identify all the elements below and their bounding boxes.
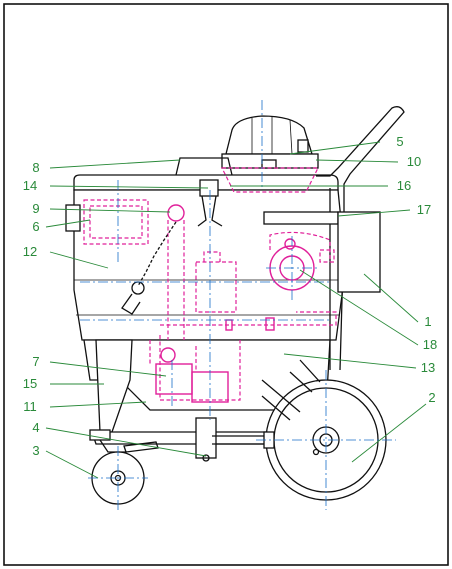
callout-18: 18 [423, 337, 437, 352]
callout-16: 16 [397, 178, 411, 193]
callout-9: 9 [32, 201, 39, 216]
latch-and-chain [121, 179, 223, 315]
callout-7: 7 [32, 354, 39, 369]
push-handle [316, 106, 405, 371]
internal-parts [83, 167, 337, 403]
lid-handle [175, 157, 233, 176]
float-valve [167, 204, 185, 222]
right-panel [337, 211, 381, 293]
callout-8: 8 [32, 160, 39, 175]
callout-13: 13 [421, 360, 435, 375]
central-column [195, 261, 237, 313]
callout-labels: 8 5 10 14 16 9 17 6 12 1 18 7 13 15 11 2… [23, 134, 437, 458]
inner-box [83, 199, 149, 245]
callout-4: 4 [32, 420, 39, 435]
side-clamp [65, 204, 81, 232]
callout-10: 10 [407, 154, 421, 169]
callout-12: 12 [23, 244, 37, 259]
leader-lines [45, 141, 427, 479]
callout-5: 5 [396, 134, 403, 149]
callout-3: 3 [32, 443, 39, 458]
handle-plate [263, 211, 339, 225]
callout-17: 17 [417, 202, 431, 217]
chassis-bracket [195, 417, 217, 459]
filter-basket [221, 167, 319, 193]
callout-14: 14 [23, 178, 37, 193]
callout-1: 1 [424, 314, 431, 329]
callout-6: 6 [32, 219, 39, 234]
machine-body [65, 106, 405, 505]
frame-border [3, 3, 449, 566]
callout-11: 11 [23, 399, 37, 414]
front-leg [95, 339, 133, 433]
callout-2: 2 [428, 390, 435, 405]
callout-15: 15 [23, 376, 37, 391]
